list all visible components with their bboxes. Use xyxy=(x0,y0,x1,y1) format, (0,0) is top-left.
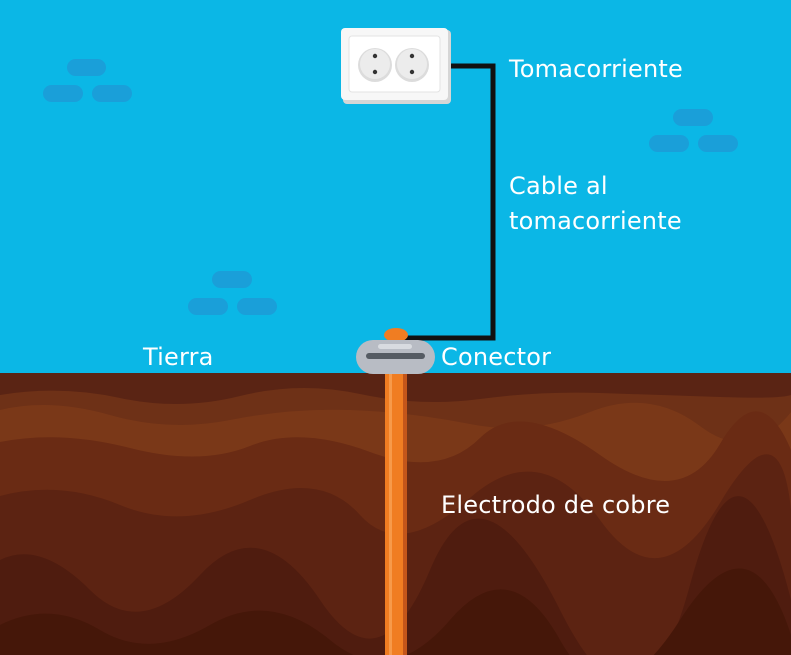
cloud-icon xyxy=(43,59,132,102)
connector-label: Conector xyxy=(441,343,552,371)
cable-label-line1: Cable al xyxy=(509,172,608,200)
connector-icon xyxy=(356,328,435,374)
ground-label: Tierra xyxy=(143,343,214,371)
electrode-label: Electrodo de cobre xyxy=(441,491,671,519)
copper-rod-icon xyxy=(385,370,407,655)
cloud-icon xyxy=(188,271,277,315)
cloud-icon xyxy=(649,109,738,152)
outlet-icon xyxy=(341,28,451,104)
cable-label-line2: tomacorriente xyxy=(509,207,682,235)
outlet-label: Tomacorriente xyxy=(509,55,683,83)
